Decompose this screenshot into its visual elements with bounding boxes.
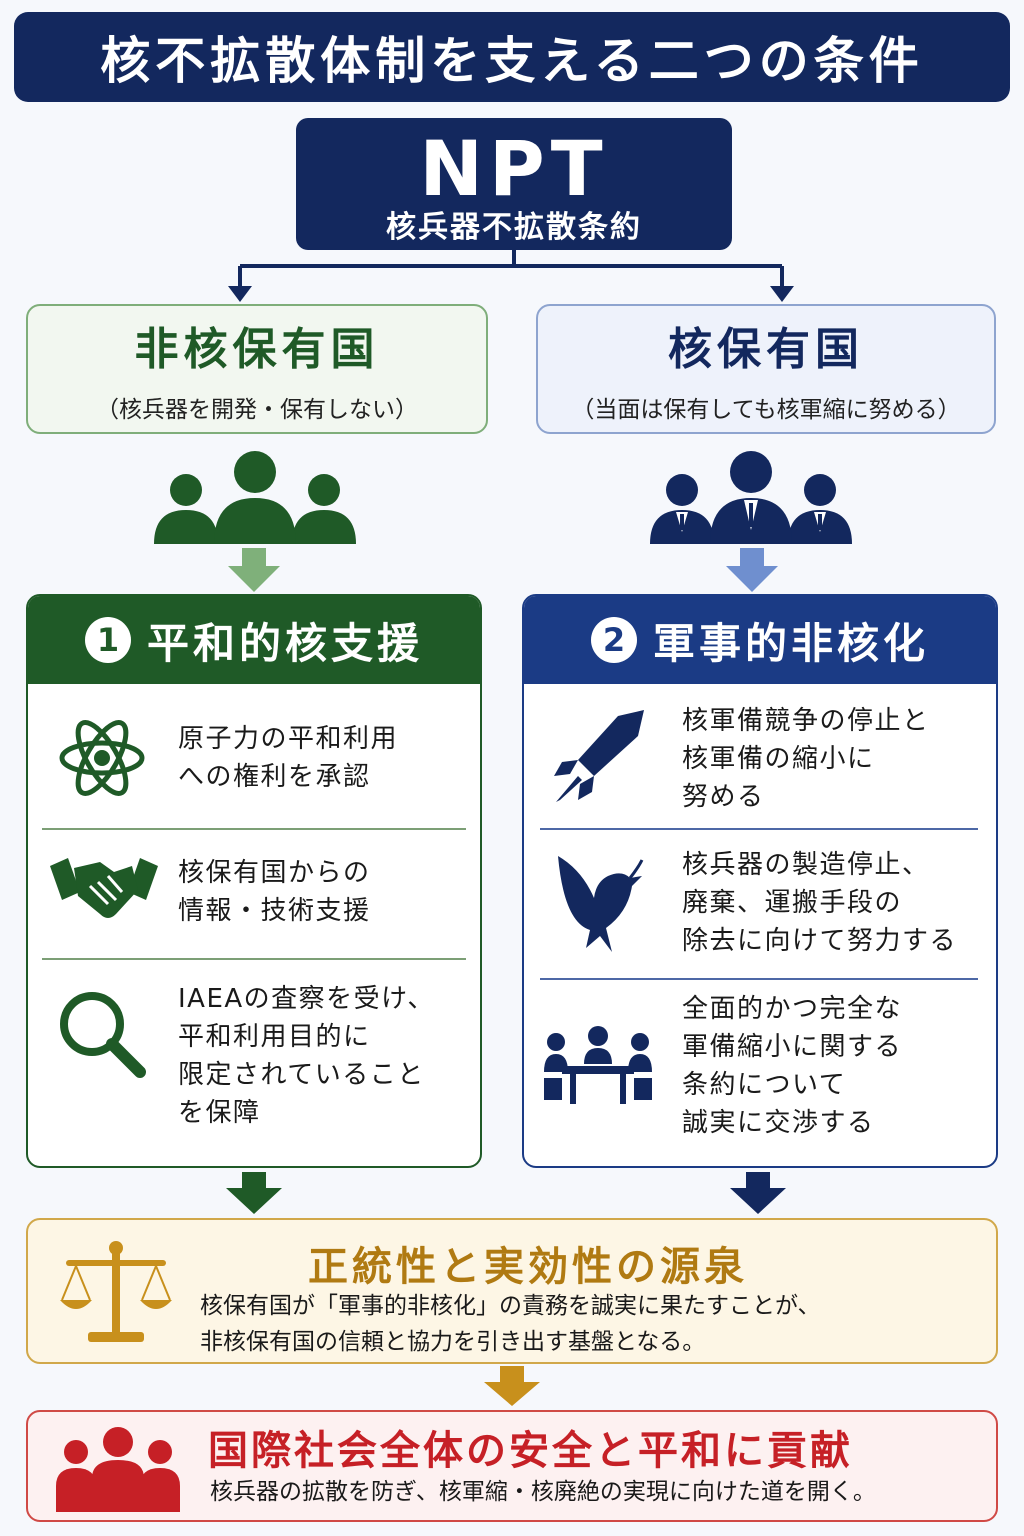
pillar2-number-badge: 2 [590,617,637,663]
item-text: 核兵器の製造停止、 廃棄、運搬手段の 除去に向けて努力する [682,850,958,956]
divider [540,828,978,830]
non-nuclear-states-subtitle: （核兵器を開発・保有しない） [96,397,418,423]
list-item: 原子力の平和利用 への権利を承認 [28,684,480,830]
list-item: 核兵器の製造停止、 廃棄、運搬手段の 除去に向けて努力する [524,830,996,980]
peace-body: 核兵器の拡散を防ぎ、核軍縮・核廃絶の実現に向けた道を開く。 [210,1479,876,1505]
item-text: 原子力の平和利用 への権利を承認 [178,724,399,792]
nuclear-states-box: 核保有国 （当面は保有しても核軍縮に努める） [536,304,996,434]
pillar-peaceful-nuclear-support: 1 平和的核支援 原子力の平和利用 への権利を承認 [26,594,482,1168]
divider [42,958,466,960]
divider [540,978,978,980]
npt-abbreviation: NPT [419,124,609,213]
list-item: 核保有国からの 情報・技術支援 [28,830,480,960]
dove-icon [558,856,644,952]
community-icon [56,1427,180,1512]
scales-icon [60,1241,172,1342]
legitimacy-box: 正統性と実効性の源泉 核保有国が「軍事的非核化」の責務を誠実に果たすことが、 非… [26,1218,998,1364]
missile-icon [554,710,644,802]
npt-full-name: 核兵器不拡散条約 [386,210,642,245]
divider [42,828,466,830]
pillar1-number-badge: 1 [84,617,131,663]
item-text: 核保有国からの 情報・技術支援 [178,858,371,926]
page-title: 核不拡散体制を支える二つの条件 [100,32,924,90]
handshake-icon [50,858,158,918]
list-item: 核軍備競争の停止と 核軍備の縮小に 努める [524,684,996,830]
legitimacy-title: 正統性と実効性の源泉 [308,1244,748,1290]
officials-group-icon [650,451,852,544]
npt-box: NPT 核兵器不拡散条約 [296,118,732,250]
pillar2-title: 軍事的非核化 [652,618,929,668]
npt-split-connector [228,250,794,302]
peace-title: 国際社会全体の安全と平和に貢献 [208,1428,853,1474]
arrow-to-pillar1 [228,548,280,592]
meeting-icon [544,1026,652,1104]
pillar1-header: 1 平和的核支援 [28,596,480,684]
nuclear-states-title: 核保有国 [668,324,864,375]
peace-box: 国際社会全体の安全と平和に貢献 核兵器の拡散を防ぎ、核軍縮・核廃絶の実現に向けた… [26,1410,998,1522]
nuclear-states-subtitle: （当面は保有しても核軍縮に努める） [571,397,961,423]
arrow-to-peace [484,1366,540,1406]
magnifier-icon [60,992,146,1078]
item-text: 核軍備競争の停止と 核軍備の縮小に 努める [682,706,930,812]
arrow-to-pillar2 [726,548,778,592]
title-bar: 核不拡散体制を支える二つの条件 [14,12,1010,102]
pillar1-title: 平和的核支援 [146,618,423,668]
list-item: IAEAの査察を受け、 平和利用目的に 限定されていること を保障 [28,960,480,1166]
arrow-from-pillar2 [730,1172,786,1214]
item-text: 全面的かつ完全な 軍備縮小に関する 条約について 誠実に交渉する [682,994,903,1138]
atom-icon [59,720,145,796]
people-group-icon [154,451,356,544]
non-nuclear-states-title: 非核保有国 [134,324,380,375]
item-text: IAEAの査察を受け、 平和利用目的に 限定されていること を保障 [178,984,435,1128]
pillar2-header: 2 軍事的非核化 [524,596,996,684]
arrow-from-pillar1 [226,1172,282,1214]
list-item: 全面的かつ完全な 軍備縮小に関する 条約について 誠実に交渉する [524,980,996,1166]
legitimacy-body: 核保有国が「軍事的非核化」の責務を誠実に果たすことが、 非核保有国の信頼と協力を… [200,1293,821,1355]
non-nuclear-states-box: 非核保有国 （核兵器を開発・保有しない） [26,304,488,434]
pillar-military-denuclearization: 2 軍事的非核化 核軍備競争の停止と 核軍備の縮小に 努める 核兵器の製造停止、… [522,594,998,1168]
